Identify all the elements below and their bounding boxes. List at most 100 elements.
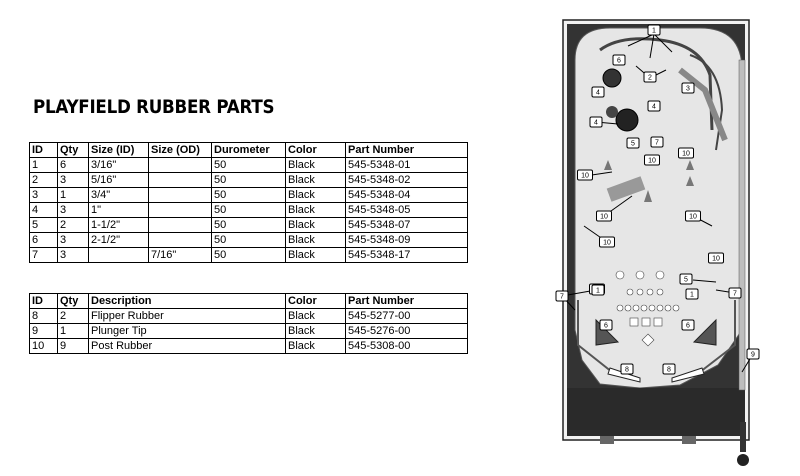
- target-bank: [606, 176, 646, 202]
- table-cell: 545-5277-00: [345, 308, 468, 324]
- svg-text:1: 1: [596, 288, 600, 295]
- apron: [567, 388, 745, 436]
- callout-5: 5: [679, 273, 693, 285]
- callout-7: 7: [555, 290, 569, 302]
- svg-text:10: 10: [682, 151, 690, 158]
- shooter-lane: [738, 59, 746, 391]
- svg-text:6: 6: [617, 58, 621, 65]
- callout-1: 1: [647, 24, 661, 36]
- svg-text:5: 5: [631, 141, 635, 148]
- table-cell: Black: [285, 247, 346, 263]
- svg-text:6: 6: [604, 323, 608, 330]
- svg-text:10: 10: [581, 173, 589, 180]
- plunger-knob: [737, 454, 749, 466]
- callout-6: 6: [681, 319, 695, 331]
- callout-5: 5: [626, 137, 640, 149]
- svg-text:10: 10: [600, 214, 608, 221]
- table-cell: 545-5348-07: [345, 217, 468, 233]
- svg-text:5: 5: [684, 277, 688, 284]
- callout-1: 1: [685, 288, 699, 300]
- svg-text:9: 9: [751, 352, 755, 359]
- svg-text:4: 4: [596, 90, 600, 97]
- table-cell: Black: [285, 157, 346, 173]
- table-cell: 545-5348-01: [345, 157, 468, 173]
- callout-6: 6: [612, 54, 626, 66]
- callout-4: 4: [589, 116, 603, 128]
- left-flipper: [607, 367, 641, 383]
- page-title: PLAYFIELD RUBBER PARTS: [33, 96, 275, 118]
- svg-text:10: 10: [712, 256, 720, 263]
- callout-8: 8: [662, 363, 676, 375]
- table-cell: Black: [285, 338, 346, 354]
- callout-6: 6: [599, 319, 613, 331]
- left-inlane: [577, 300, 613, 373]
- callout-1: 1: [591, 284, 605, 296]
- callout-10: 10: [577, 169, 593, 181]
- table-cell: 545-5308-00: [345, 338, 468, 354]
- callout-2: 2: [643, 71, 657, 83]
- svg-text:8: 8: [667, 367, 671, 374]
- bumper: [606, 106, 618, 118]
- svg-text:6: 6: [686, 323, 690, 330]
- table-cell: 2-1/2": [88, 232, 149, 248]
- callout-9: 9: [746, 348, 760, 360]
- svg-text:3: 3: [686, 86, 690, 93]
- table-cell: 50: [211, 232, 286, 248]
- callout-4: 4: [647, 100, 661, 112]
- column-header: Size (ID): [88, 142, 149, 158]
- table-cell: 545-5348-17: [345, 247, 468, 263]
- callout-8: 8: [620, 363, 634, 375]
- svg-text:1: 1: [652, 28, 656, 35]
- column-header: Size (OD): [148, 142, 212, 158]
- column-header: Durometer: [211, 142, 286, 158]
- svg-text:7: 7: [733, 291, 737, 298]
- plunger-rod: [740, 422, 746, 452]
- svg-text:2: 2: [648, 75, 652, 82]
- svg-text:7: 7: [655, 140, 659, 147]
- table-cell: Black: [285, 308, 346, 324]
- insert-lights: [615, 270, 680, 347]
- callout-7: 7: [728, 287, 742, 299]
- callout-3: 3: [681, 82, 695, 94]
- svg-text:1: 1: [690, 292, 694, 299]
- callout-7: 7: [650, 136, 664, 148]
- callout-4: 4: [591, 86, 605, 98]
- table-cell: 545-5348-09: [345, 232, 468, 248]
- column-header: Part Number: [345, 142, 468, 158]
- table-cell: 3/16": [88, 157, 149, 173]
- cabinet-foot: [600, 436, 614, 444]
- right-flipper: [671, 367, 705, 383]
- callout-10: 10: [708, 252, 724, 264]
- callout-10: 10: [596, 210, 612, 222]
- table-cell: 50: [211, 247, 286, 263]
- table-cell: 545-5276-00: [345, 323, 468, 339]
- column-header: Description: [88, 293, 286, 309]
- callout-10: 10: [644, 154, 660, 166]
- table-cell: 3/4": [88, 187, 149, 203]
- right-inlane: [699, 300, 736, 373]
- svg-text:10: 10: [603, 240, 611, 247]
- table-cell: 545-5348-04: [345, 187, 468, 203]
- ramp-surface: [678, 67, 728, 142]
- table-cell: Post Rubber: [88, 338, 286, 354]
- callout-10: 10: [678, 147, 694, 159]
- right-slingshot: [692, 318, 717, 346]
- svg-text:10: 10: [689, 214, 697, 221]
- bumper: [615, 108, 639, 132]
- column-header: Part Number: [345, 293, 468, 309]
- bumper: [602, 68, 622, 88]
- cabinet-foot: [682, 436, 696, 444]
